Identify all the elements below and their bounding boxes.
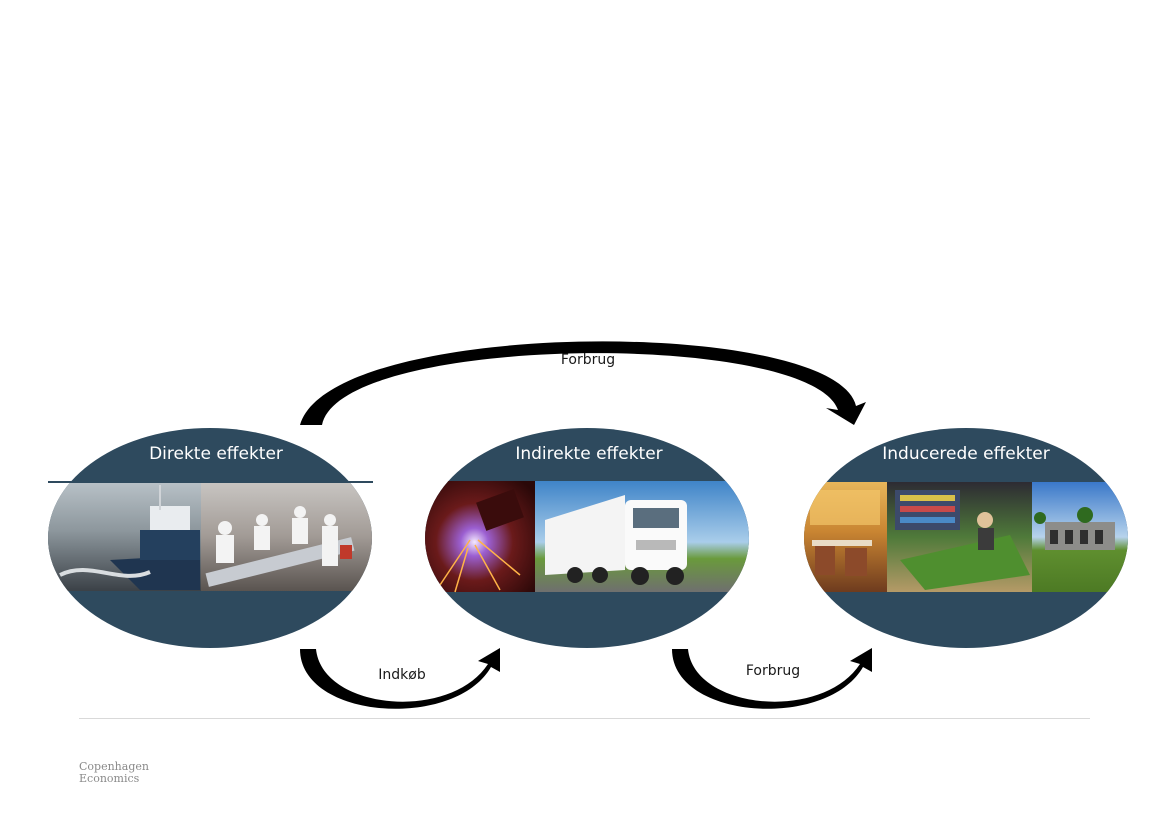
grocery-store-photo [887,482,1032,592]
arrow-label-bottom-left: Indkøb [378,667,426,683]
copenhagen-economics-logo: Copenhagen Economics [79,761,149,785]
node-induced-effects: Inducerede effekter [804,428,1128,648]
logo-line-2: Economics [79,772,140,785]
node-title-induced: Inducerede effekter [882,444,1049,464]
fishing-vessel-photo [48,481,201,591]
welding-sparks-photo [425,481,535,593]
arrow-bottom-left-indkob: Indkøb [300,648,500,709]
logo-line-1: Copenhagen [79,760,149,773]
fish-processing-workers-photo [201,481,372,591]
node-title-direct: Direkte effekter [149,444,283,464]
restaurant-photo [804,482,887,592]
node-title-indirect: Indirekte effekter [515,444,662,464]
arrow-top-forbrug: Forbrug [300,341,866,425]
footer-divider [79,718,1090,719]
house-photo [1032,482,1128,592]
arrow-label-bottom-right: Forbrug [746,663,800,679]
node-direct-effects: Direkte effekter [48,428,373,648]
node-indirect-effects: Indirekte effekter [425,428,749,648]
white-truck-photo [535,481,749,592]
arrow-bottom-right-forbrug: Forbrug [672,648,872,709]
arrow-label-top: Forbrug [561,352,615,368]
